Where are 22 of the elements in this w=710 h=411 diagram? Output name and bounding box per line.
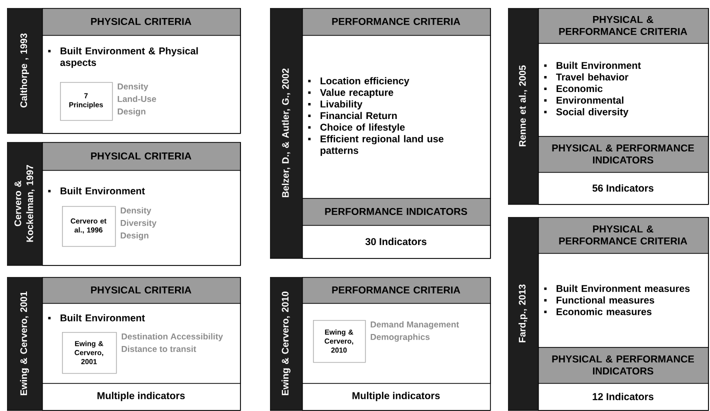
indicator-box: Multiple indicators <box>302 383 491 411</box>
header-band: PHYSICAL CRITERIA <box>42 8 241 36</box>
factor-list: Demand Management Demographics <box>370 321 459 342</box>
header-band: PHYSICAL CRITERIA <box>42 277 241 304</box>
criteria-box: Built Environment measures Functional measures Economic measures <box>538 253 709 348</box>
factor-list: Destination Accessibility Distance to transit <box>122 333 223 352</box>
factor-list: Density Diversity Design <box>120 207 156 240</box>
header-band: PHYSICAL & PERFORMANCE INDICATORS <box>538 136 709 173</box>
factor-list: Density Land-Use Design <box>118 83 156 116</box>
header-band: PHYSICAL & PERFORMANCE INDICATORS <box>538 347 709 384</box>
indicator-box: 30 Indicators <box>302 224 491 259</box>
criteria-box: Location efficiency Value recapture Livability Financial Return Choice of lifestyle Efficient regional land use patterns <box>302 35 491 199</box>
header-band: PERFORMANCE CRITERIA <box>302 277 491 304</box>
indicator-box: Multiple indicators <box>42 383 241 411</box>
header-band: PERFORMANCE INDICATORS <box>302 198 491 226</box>
indicator-box: 12 Indicators <box>538 383 709 411</box>
criteria-box: Built Environment Travel behavior Economic Environmental Social diversity <box>538 43 709 137</box>
header-band: PERFORMANCE CRITERIA <box>302 8 491 36</box>
header-band: PHYSICAL & PERFORMANCE CRITERIA <box>538 8 709 44</box>
indicator-box: 56 Indicators <box>538 172 709 205</box>
header-band: PHYSICAL CRITERIA <box>42 142 241 171</box>
header-band: PHYSICAL & PERFORMANCE CRITERIA <box>538 216 709 254</box>
